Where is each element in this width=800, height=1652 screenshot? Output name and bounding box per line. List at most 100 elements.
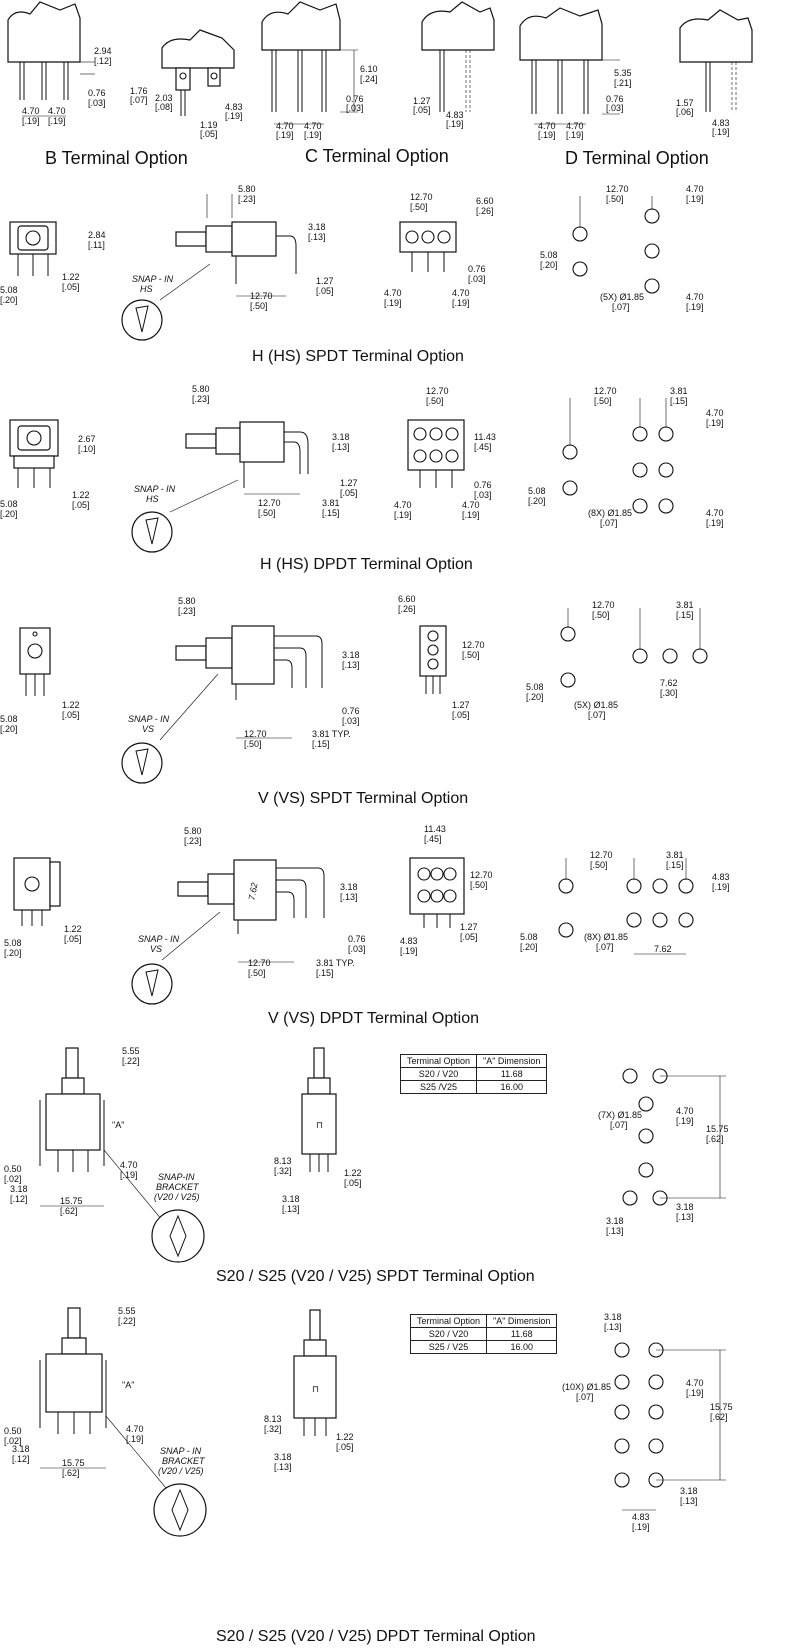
section-v-spdt: 5.08[.20] 1.22[.05] 5.80[.23] 3.18[.13] … [0, 588, 800, 813]
svg-text:3.81: 3.81 [322, 498, 340, 508]
svg-text:[.62]: [.62] [60, 1206, 78, 1216]
svg-text:[.19]: [.19] [276, 130, 294, 140]
svg-text:[.20]: [.20] [526, 692, 544, 702]
svg-text:[.19]: [.19] [712, 127, 730, 137]
svg-text:4.70: 4.70 [706, 508, 724, 518]
b-h: 2.94 [94, 46, 112, 56]
svg-text:5.08: 5.08 [540, 250, 558, 260]
svg-text:[.13]: [.13] [340, 892, 358, 902]
svg-text:[.19]: [.19] [304, 130, 322, 140]
svg-text:[.07]: [.07] [130, 95, 148, 105]
svg-text:12.70: 12.70 [410, 192, 433, 202]
svg-text:[.50]: [.50] [244, 739, 262, 749]
title-s-spdt: S20 / S25 (V20 / V25) SPDT Terminal Opti… [216, 1268, 535, 1285]
svg-text:[.19]: [.19] [400, 946, 418, 956]
svg-text:[.05]: [.05] [336, 1442, 354, 1452]
svg-text:1.22: 1.22 [72, 490, 90, 500]
svg-text:(10X) Ø1.85: (10X) Ø1.85 [562, 1382, 611, 1392]
svg-text:[.50]: [.50] [462, 650, 480, 660]
svg-text:[.45]: [.45] [474, 442, 492, 452]
svg-text:[.05]: [.05] [413, 105, 431, 115]
h-dpdt-drawings: 2.67[.10] 5.08[.20] 1.22[.05] 5.80[.23] … [0, 384, 724, 553]
svg-text:12.70: 12.70 [250, 291, 273, 301]
svg-text:3.18: 3.18 [342, 650, 360, 660]
svg-text:[.05]: [.05] [64, 934, 82, 944]
svg-text:[.02]: [.02] [4, 1174, 22, 1184]
svg-text:1.22: 1.22 [344, 1168, 362, 1178]
svg-text:[.05]: [.05] [200, 129, 218, 139]
svg-text:SNAP-IN: SNAP-IN [158, 1172, 195, 1182]
svg-text:12.70: 12.70 [606, 184, 629, 194]
svg-text:(7X) Ø1.85: (7X) Ø1.85 [598, 1110, 642, 1120]
svg-text:[.15]: [.15] [666, 860, 684, 870]
svg-text:BRACKET: BRACKET [156, 1182, 200, 1192]
svg-text:0.76: 0.76 [474, 480, 492, 490]
svg-text:[.23]: [.23] [238, 194, 256, 204]
svg-text:0.76: 0.76 [342, 706, 360, 716]
svg-text:[.19]: [.19] [712, 882, 730, 892]
svg-text:4.70: 4.70 [126, 1424, 144, 1434]
svg-text:[.03]: [.03] [88, 98, 106, 108]
svg-text:HS: HS [146, 494, 159, 504]
svg-text:6.10: 6.10 [360, 64, 378, 74]
svg-text:[.23]: [.23] [192, 394, 210, 404]
svg-text:1.27: 1.27 [316, 276, 334, 286]
svg-text:4.70: 4.70 [686, 1378, 704, 1388]
svg-text:[.10]: [.10] [78, 444, 96, 454]
svg-text:[.07]: [.07] [576, 1392, 594, 1402]
svg-text:1.27: 1.27 [452, 700, 470, 710]
svg-text:4.83: 4.83 [632, 1512, 650, 1522]
bcd-drawings: 2.94 [.12] 0.76 [.03] 4.70 [.19] 4.70 [.… [7, 1, 753, 140]
svg-text:[.19]: [.19] [686, 302, 704, 312]
svg-text:[.50]: [.50] [594, 396, 612, 406]
svg-text:"A": "A" [112, 1120, 124, 1130]
svg-text:[.20]: [.20] [0, 509, 18, 519]
svg-text:5.08: 5.08 [528, 486, 546, 496]
svg-text:HS: HS [140, 284, 153, 294]
svg-text:4.70: 4.70 [676, 1106, 694, 1116]
svg-text:1.76: 1.76 [130, 86, 148, 96]
svg-text:[.22]: [.22] [118, 1316, 136, 1326]
svg-text:0.76: 0.76 [606, 94, 624, 104]
svg-text:[.13]: [.13] [308, 232, 326, 242]
svg-text:[.05]: [.05] [460, 932, 478, 942]
svg-text:[.03]: [.03] [348, 944, 366, 954]
svg-text:8.13: 8.13 [264, 1414, 282, 1424]
svg-text:[.20]: [.20] [0, 724, 18, 734]
svg-text:5.80: 5.80 [238, 184, 256, 194]
svg-text:4.70: 4.70 [452, 288, 470, 298]
svg-text:SNAP - IN: SNAP - IN [134, 484, 176, 494]
svg-text:4.83: 4.83 [712, 118, 730, 128]
svg-text:[.50]: [.50] [426, 396, 444, 406]
title-h-spdt: H (HS) SPDT Terminal Option [252, 348, 464, 365]
svg-text:[.05]: [.05] [344, 1178, 362, 1188]
svg-text:[.22]: [.22] [122, 1056, 140, 1066]
v-dpdt-drawings: 5.08[.20] 1.22[.05] 7.62 5.80[.23] 3.18[… [4, 824, 730, 1005]
title-v-spdt: V (VS) SPDT Terminal Option [258, 790, 469, 807]
svg-text:[.05]: [.05] [62, 282, 80, 292]
s-spdt-drawings: 5.55[.22] "A" 0.50[.02] 3.18[.12] 15.75[… [4, 1046, 729, 1263]
title-h-dpdt: H (HS) DPDT Terminal Option [260, 556, 473, 573]
svg-text:[.23]: [.23] [178, 606, 196, 616]
svg-text:11.43: 11.43 [474, 432, 496, 442]
svg-text:[.05]: [.05] [452, 710, 470, 720]
svg-text:0.76: 0.76 [88, 88, 106, 98]
svg-text:(V20 / V25): (V20 / V25) [154, 1192, 200, 1202]
svg-text:[.50]: [.50] [590, 860, 608, 870]
svg-text:12.70: 12.70 [590, 850, 613, 860]
svg-text:[.50]: [.50] [248, 968, 266, 978]
title-v-dpdt: V (VS) DPDT Terminal Option [268, 1010, 480, 1027]
svg-text:[.13]: [.13] [606, 1226, 624, 1236]
svg-text:[.50]: [.50] [410, 202, 428, 212]
section-h-spdt: 2.84[.11] 5.08[.20] 1.22[.05] 5.80[.23] … [0, 180, 800, 370]
svg-text:[.30]: [.30] [660, 688, 678, 698]
svg-text:12.70: 12.70 [426, 386, 449, 396]
svg-text:15.75: 15.75 [62, 1458, 85, 1468]
svg-text:5.55: 5.55 [122, 1046, 140, 1056]
svg-text:4.70: 4.70 [384, 288, 402, 298]
svg-text:(8X) Ø1.85: (8X) Ø1.85 [588, 508, 632, 518]
svg-text:4.70: 4.70 [686, 184, 704, 194]
svg-text:15.75: 15.75 [60, 1196, 83, 1206]
svg-text:3.18: 3.18 [676, 1202, 694, 1212]
svg-text:5.80: 5.80 [192, 384, 210, 394]
